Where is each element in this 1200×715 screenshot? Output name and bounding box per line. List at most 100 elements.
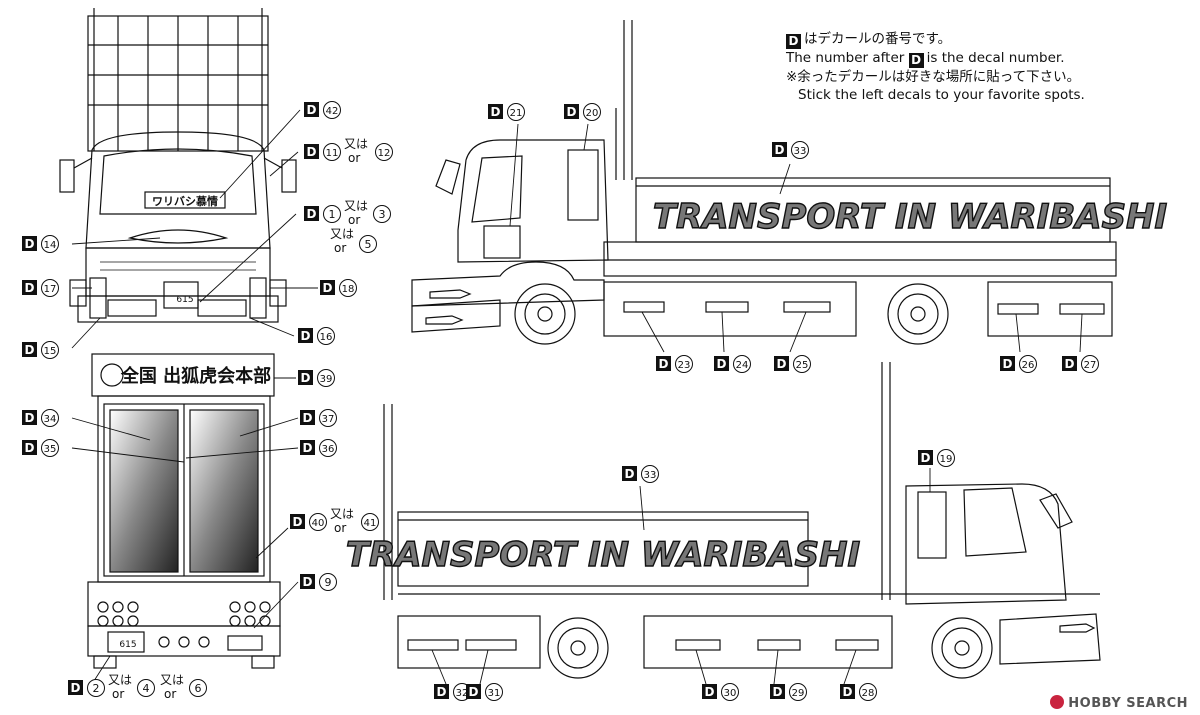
callout-c14: D 14 — [22, 235, 59, 253]
decal-d-box — [770, 684, 785, 699]
decal-number: 4 — [143, 682, 150, 695]
decal-number: 9 — [325, 576, 332, 589]
decal-number: 32 — [456, 688, 469, 699]
decal-number-circle — [41, 439, 59, 457]
callout-c19: D 19 — [918, 449, 955, 467]
decal-number-circle — [359, 235, 377, 253]
decal-letter: D — [777, 357, 787, 371]
decal-number: 6 — [195, 682, 202, 695]
decal-letter: D — [25, 343, 35, 357]
decal-d-box — [298, 328, 313, 343]
decal-letter: D — [303, 575, 313, 589]
decal-letter: D — [25, 411, 35, 425]
decal-letter: D — [323, 281, 333, 295]
decal-number: 27 — [1084, 360, 1097, 371]
decal-number: 39 — [320, 374, 333, 385]
decal-letter: D — [567, 105, 577, 119]
decal-number: 41 — [364, 518, 377, 529]
or-label: 又は — [108, 673, 132, 687]
decal-number: 1 — [329, 208, 336, 221]
note-line-3: ※余ったデカールは好きな場所に貼って下さい。 — [786, 69, 1081, 85]
decal-letter: D — [307, 207, 317, 221]
decal-number-circle — [323, 205, 341, 223]
logo-circle-icon — [1050, 695, 1065, 709]
decal-d-box — [22, 440, 37, 455]
decal-number: 16 — [320, 332, 333, 343]
decal-letter: D — [307, 103, 317, 117]
decal-d-box — [488, 104, 503, 119]
decal-number: 19 — [940, 454, 953, 465]
decal-d-box — [304, 144, 319, 159]
decal-number: 36 — [322, 444, 335, 455]
decal-number: 15 — [44, 346, 57, 357]
decal-letter: D — [1003, 357, 1013, 371]
or-label: or — [348, 151, 360, 165]
decal-number: 20 — [586, 108, 599, 119]
decal-number-circle — [733, 355, 751, 373]
decal-number-circle — [319, 439, 337, 457]
decal-d-box — [68, 680, 83, 695]
decal-number-circle — [373, 205, 391, 223]
decal-number-circle — [319, 573, 337, 591]
decal-number: 18 — [342, 284, 355, 295]
decal-d-box — [22, 236, 37, 251]
decal-number: 21 — [510, 108, 523, 119]
decal-letter: D — [921, 451, 931, 465]
decal-number: 37 — [322, 414, 335, 425]
decal-d-box: D — [908, 53, 924, 68]
watermark: HOBBY SEARCH — [1050, 695, 1188, 711]
decal-letter: D — [25, 281, 35, 295]
or-label: or — [348, 213, 360, 227]
decal-number-circle — [317, 369, 335, 387]
watermark-text: HOBBY SEARCH — [1068, 696, 1188, 711]
decal-d-box — [304, 206, 319, 221]
decal-d-box — [22, 342, 37, 357]
decal-number-circle — [339, 279, 357, 297]
callout-c25: D 25 — [774, 355, 811, 373]
decal-letter: D — [1065, 357, 1075, 371]
decal-number: 14 — [44, 240, 57, 251]
decal-d-box — [300, 440, 315, 455]
decal-letter: D — [25, 237, 35, 251]
decal-d-box — [714, 356, 729, 371]
rear-top-sign: 全国 出狐虎会本部 — [120, 365, 271, 387]
decal-number: 31 — [488, 688, 501, 699]
decal-d-box — [1062, 356, 1077, 371]
decal-d-box — [290, 514, 305, 529]
decal-number-circle — [937, 449, 955, 467]
decal-number: 28 — [862, 688, 875, 699]
decal-letter: D — [717, 357, 727, 371]
decal-d-box — [622, 466, 637, 481]
decal-d-box — [656, 356, 671, 371]
decal-d-box — [840, 684, 855, 699]
decal-number: 12 — [378, 148, 391, 159]
decal-letter: D — [843, 685, 853, 699]
decal-letter: D — [437, 685, 447, 699]
decal-d-box — [466, 684, 481, 699]
decal-number: 17 — [44, 284, 57, 295]
decal-number: 25 — [796, 360, 809, 371]
decal-number-circle — [1019, 355, 1037, 373]
decal-d-box — [564, 104, 579, 119]
decal-number-circle — [641, 465, 659, 483]
or-label: 又は — [330, 227, 354, 241]
decal-d-box — [300, 574, 315, 589]
decal-number-circle — [485, 683, 503, 701]
or-label: 又は — [344, 199, 368, 213]
side-view-truck-upper — [411, 20, 1117, 345]
decal-number-circle — [137, 679, 155, 697]
decal-number: 33 — [644, 470, 657, 481]
decal-number-circle — [791, 141, 809, 159]
